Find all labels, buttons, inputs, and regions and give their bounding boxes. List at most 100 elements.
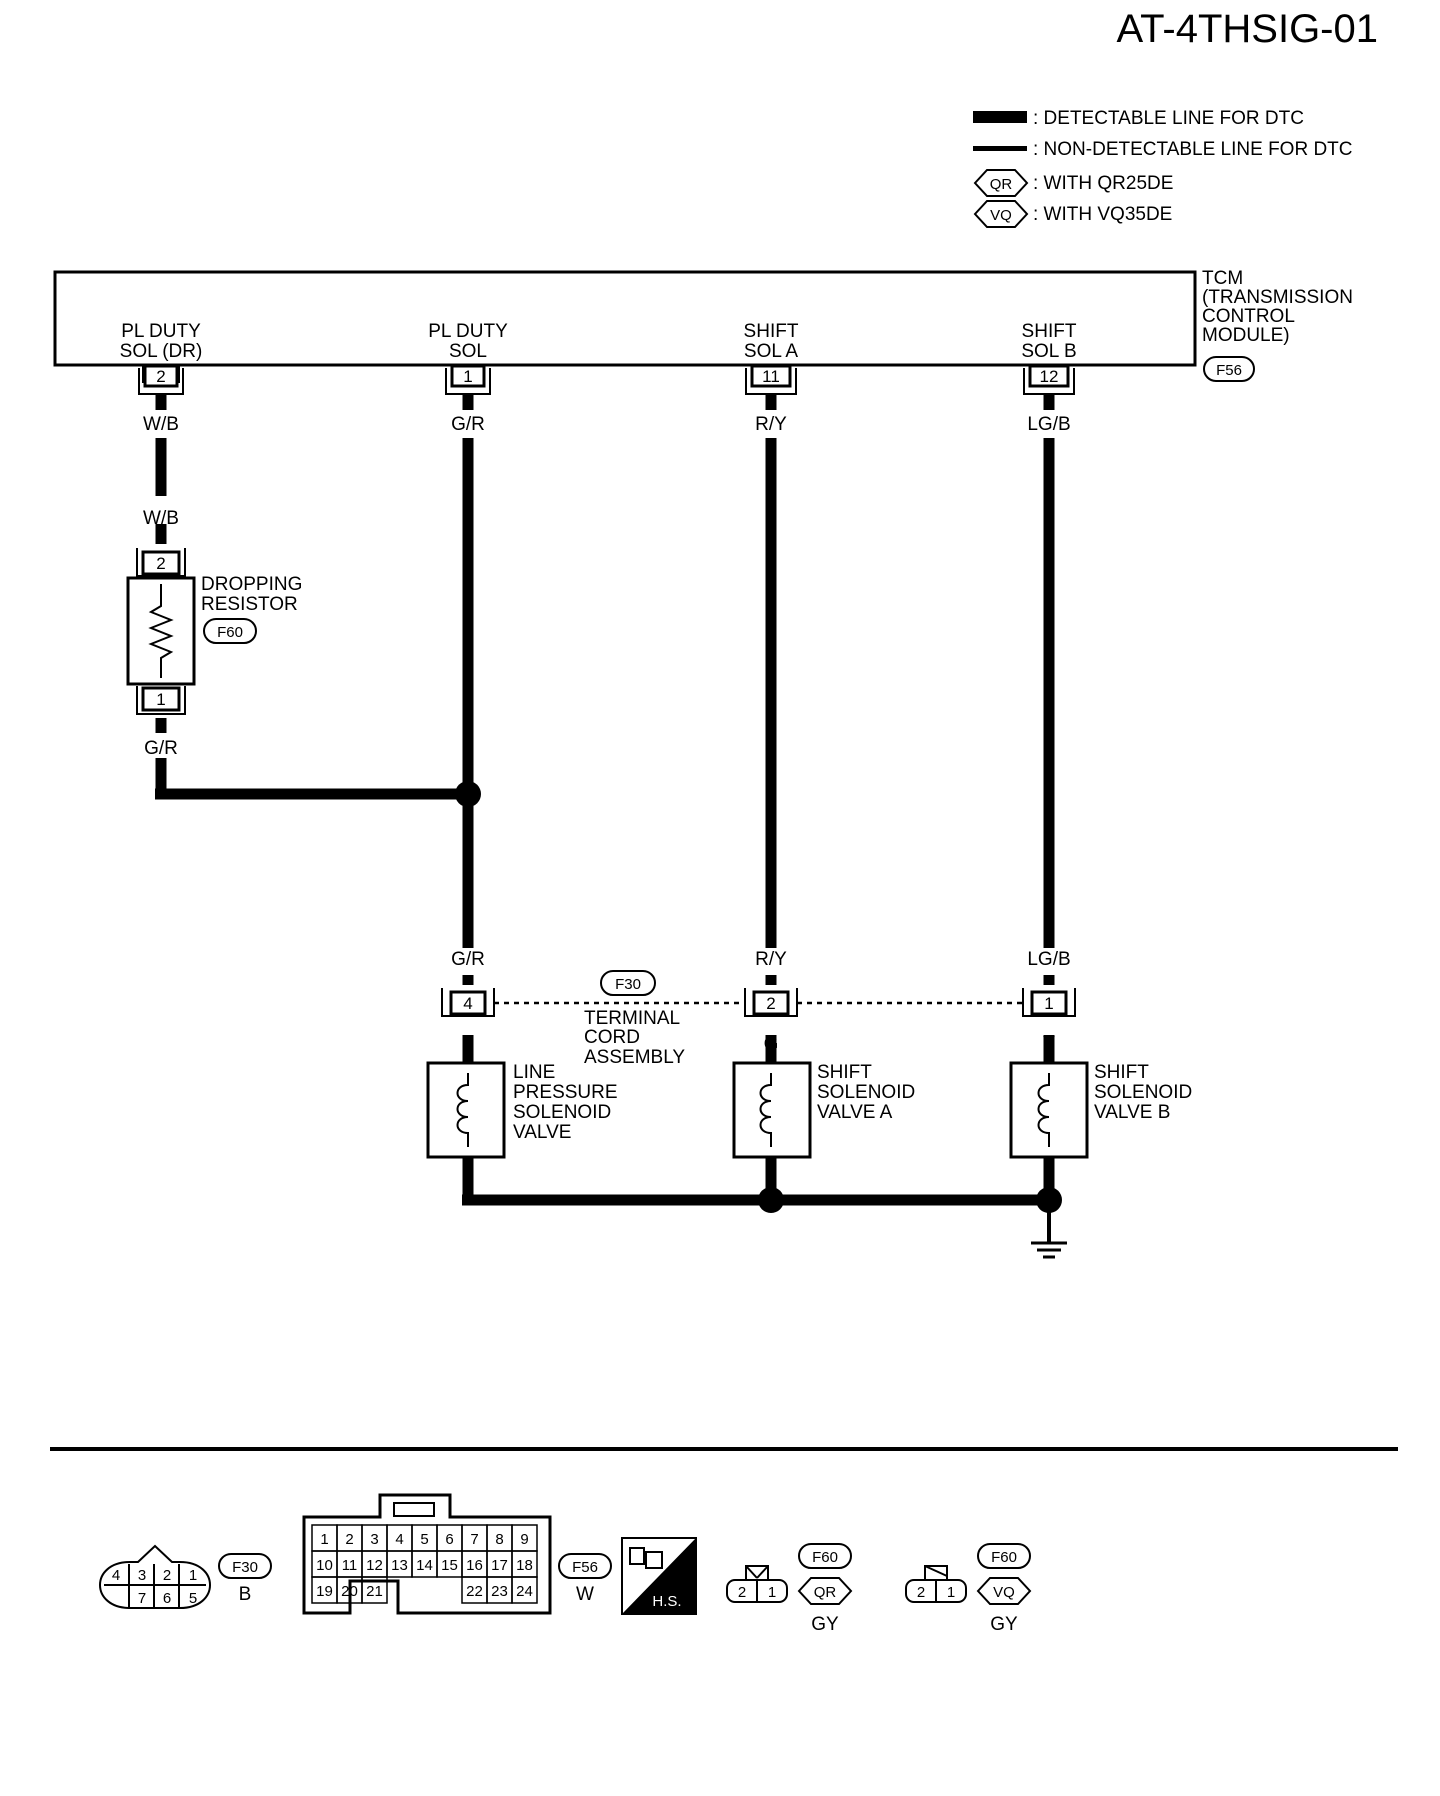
f60-vq-pin: 1 <box>947 1584 955 1601</box>
vq-tag-icon <box>973 200 1029 228</box>
solenoid-1-name-line-2: PRESSURE <box>513 1082 618 1103</box>
tcm-terminal-3-label-b: SOL A <box>744 341 799 362</box>
wire-label-gr-1: G/R <box>451 414 485 435</box>
f60-qr-id: F60 <box>812 1549 838 1566</box>
tcm-pin-box-1 <box>450 364 486 388</box>
f30-pin: 4 <box>112 1567 120 1584</box>
f56-pin: 1 <box>320 1531 328 1548</box>
f56-id: F56 <box>572 1559 598 1576</box>
dropping-resistor: W/B 2 1 G/R DROPPING RESISTOR F60 <box>126 508 302 759</box>
f30-pin: 3 <box>138 1567 146 1584</box>
f56-latch <box>393 1502 435 1517</box>
legend-detectable-label: : DETECTABLE LINE FOR DTC <box>1033 108 1304 129</box>
f30-color: B <box>239 1584 252 1605</box>
f30-id: F30 <box>232 1559 258 1576</box>
splice-dot <box>758 1187 784 1213</box>
f56-pin: 24 <box>516 1583 533 1600</box>
wire-label-p: P <box>462 1034 475 1055</box>
tcm-name-line-2: (TRANSMISSION <box>1202 287 1353 308</box>
solenoid-1-name-line-4: VALVE <box>513 1122 571 1143</box>
wire-label-gr-3: G/R <box>451 949 485 970</box>
splice-dot <box>455 781 481 807</box>
resistor-icon <box>148 584 174 678</box>
legend-vq-tag: VQ <box>990 207 1012 224</box>
wire-label-g: G <box>764 1034 779 1055</box>
tcm-pin-box-11 <box>750 364 792 388</box>
coil-icon <box>456 1073 469 1147</box>
f56-pin: 17 <box>491 1557 508 1574</box>
tcm-pin-2: 2 <box>156 367 165 386</box>
f60-vq-color: GY <box>990 1614 1018 1635</box>
wire-label-lgb-2: LG/B <box>1027 949 1070 970</box>
wire-label-lgb-1: LG/B <box>1027 414 1070 435</box>
cord-pin-box-4 <box>449 990 487 1016</box>
f56-pin: 21 <box>366 1583 383 1600</box>
qr-tag-icon <box>797 1577 853 1605</box>
f56-pin: 23 <box>491 1583 508 1600</box>
wire-label-y: Y <box>1043 1034 1056 1055</box>
solenoid-2-name-line-2: SOLENOID <box>817 1082 915 1103</box>
legend: : DETECTABLE LINE FOR DTC : NON-DETECTAB… <box>973 108 1353 228</box>
resistor-name-line-2: RESISTOR <box>201 594 298 615</box>
tcm-connector-badge <box>1203 356 1255 382</box>
f56-pin: 2 <box>345 1531 353 1548</box>
legend-qr-tag: QR <box>990 176 1013 193</box>
tcm-terminal-1-label-b: SOL (DR) <box>120 341 203 362</box>
f60-vq-badge <box>977 1543 1031 1569</box>
f56-pin-cell <box>361 1576 388 1604</box>
f60-vq-tag: VQ <box>993 1584 1015 1601</box>
shift-solenoid-valve-a: SHIFT SOLENOID VALVE A <box>732 1061 915 1159</box>
cord-name-line-1: TERMINAL <box>584 1008 680 1029</box>
diagram-title: AT-4THSIG-01 <box>1116 7 1378 51</box>
f30-pin: 1 <box>189 1567 197 1584</box>
legend-non-detectable-label: : NON-DETECTABLE LINE FOR DTC <box>1033 139 1353 160</box>
f30-outline <box>99 1544 211 1609</box>
f56-pin: 3 <box>370 1531 378 1548</box>
splice-dot <box>1036 1187 1062 1213</box>
coil-icon <box>1037 1073 1050 1147</box>
f30-pin: 5 <box>189 1590 197 1607</box>
cord-pin-1: 1 <box>1044 994 1053 1013</box>
connector-view-f60-vq: 2 1 F60 VQ GY <box>905 1543 1032 1635</box>
f56-pin: 20 <box>341 1583 358 1600</box>
f56-pin-cell <box>511 1576 538 1604</box>
wire-label-ry-2: R/Y <box>755 949 787 970</box>
connector-view-f60-qr: 2 1 F60 QR GY <box>726 1543 853 1635</box>
cord-pin-box-2 <box>752 990 790 1016</box>
tcm-terminal-4-label-a: SHIFT <box>1022 321 1077 342</box>
f60-vq-id: F60 <box>991 1549 1017 1566</box>
f56-pin: 22 <box>466 1583 483 1600</box>
tcm-terminal-4-label-b: SOL B <box>1021 341 1076 362</box>
f56-color: W <box>576 1584 594 1605</box>
tcm-pin-box-12 <box>1028 364 1070 388</box>
resistor-pin-top: 2 <box>156 554 165 573</box>
f56-pin: 6 <box>445 1531 453 1548</box>
f56-pin: 4 <box>395 1531 403 1548</box>
tcm-box <box>53 270 1197 367</box>
solenoid-3-name-line-1: SHIFT <box>1094 1062 1149 1083</box>
f30-pin: 6 <box>163 1590 171 1607</box>
f56-pin: 8 <box>495 1531 503 1548</box>
tcm-pin-1: 1 <box>463 367 472 386</box>
tcm-module: TCM (TRANSMISSION CONTROL MODULE) F56 PL… <box>53 268 1353 382</box>
f56-pin: 11 <box>342 1557 358 1574</box>
detectable-line-swatch <box>973 111 1027 123</box>
tcm-pin-box-2 <box>143 364 179 388</box>
tcm-name-line-1: TCM <box>1202 268 1243 289</box>
terminal-cord-assembly: G/R R/Y LG/B 4 2 1 F30 TERMINAL CORD ASS… <box>441 949 1076 1068</box>
tcm-terminal-2-label-a: PL DUTY <box>428 321 508 342</box>
tcm-terminal-3-label-a: SHIFT <box>744 321 799 342</box>
ground-icon <box>1031 1241 1067 1259</box>
tcm-pin-11: 11 <box>762 367 780 386</box>
resistor-pin-bottom: 1 <box>156 690 165 709</box>
f56-pin: 12 <box>366 1557 383 1574</box>
wire-label-gr-2: G/R <box>144 738 178 759</box>
solenoid-body <box>426 1061 506 1159</box>
solenoid-2-name-line-3: VALVE A <box>817 1102 893 1123</box>
cord-pin-box-1 <box>1030 990 1068 1016</box>
tcm-pin-12: 12 <box>1040 367 1059 386</box>
cord-name-line-2: CORD <box>584 1027 640 1048</box>
